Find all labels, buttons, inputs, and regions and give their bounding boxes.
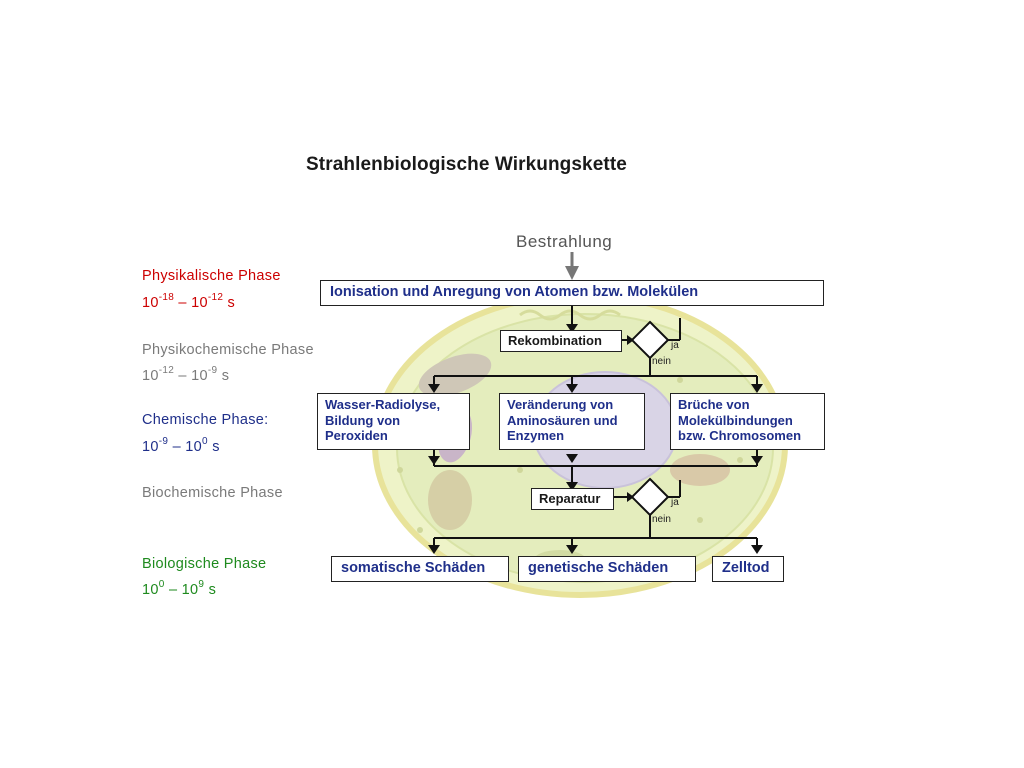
phase-physical-name: Physikalische Phase	[142, 268, 281, 284]
box-wasser-radiolyse: Wasser-Radiolyse, Bildung von Peroxiden	[317, 393, 470, 450]
phase-biological-name: Biologische Phase	[142, 556, 267, 572]
box-rekombination: Rekombination	[500, 330, 622, 352]
box-somatische-schaeden: somatische Schäden	[331, 556, 509, 582]
phase-physical-time: 10-18 – 10-12 s	[142, 292, 236, 311]
decision-1-ja-label: ja	[671, 340, 679, 351]
arrow-heads	[428, 266, 763, 554]
phase-chemical-time: 10-9 – 100 s	[142, 436, 220, 455]
decision-2-nein-label: nein	[652, 514, 671, 525]
diagram-title: Strahlenbiologische Wirkungskette	[306, 154, 627, 175]
decision-2-ja-label: ja	[671, 497, 679, 508]
box-zelltod: Zelltod	[712, 556, 784, 582]
phase-chemical-name: Chemische Phase:	[142, 412, 269, 428]
start-label: Bestrahlung	[516, 232, 613, 251]
decision-1-nein-label: nein	[652, 356, 671, 367]
box-aminosaeuren: Veränderung von Aminosäuren und Enzymen	[499, 393, 645, 450]
box-brueche: Brüche von Molekülbindungen bzw. Chromos…	[670, 393, 825, 450]
decision-diamonds	[630, 320, 670, 517]
decision-diamond-2	[630, 477, 670, 517]
phase-biochemical-name: Biochemische Phase	[142, 485, 283, 501]
decision-diamond-1	[630, 320, 670, 360]
phase-biological-time: 100 – 109 s	[142, 579, 217, 598]
box-reparatur: Reparatur	[531, 488, 614, 510]
phase-physicochemical-time: 10-12 – 10-9 s	[142, 365, 230, 384]
box-ionisation: Ionisation und Anregung von Atomen bzw. …	[320, 280, 824, 306]
box-genetische-schaeden: genetische Schäden	[518, 556, 696, 582]
phase-physicochemical-name: Physikochemische Phase	[142, 342, 314, 358]
